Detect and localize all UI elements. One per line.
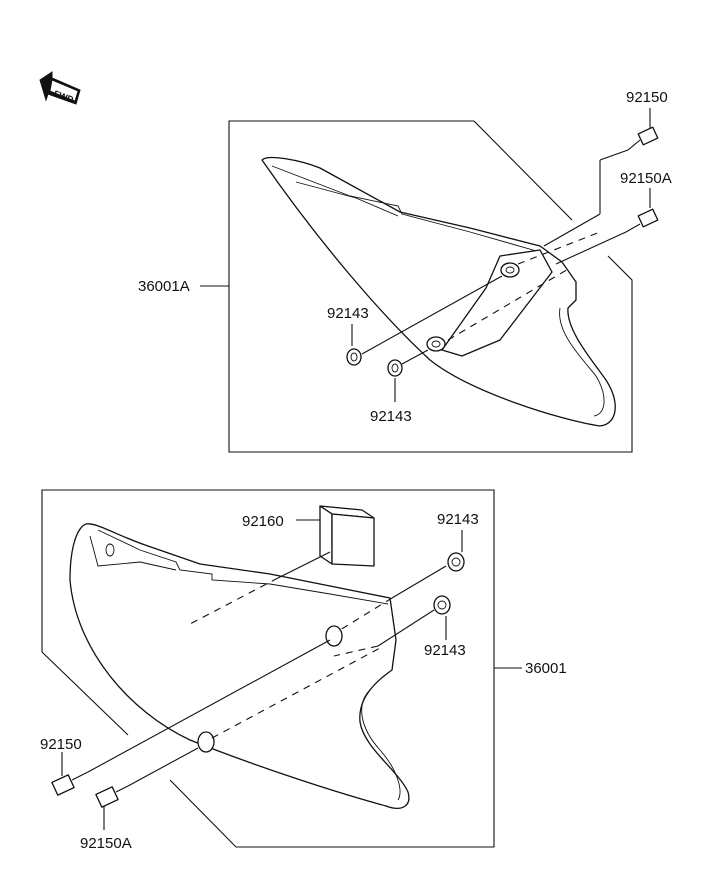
lower-bolt-92150 <box>51 639 331 796</box>
fwd-arrow-icon: FWD <box>39 71 81 105</box>
label-92143-upper-right: 92143 <box>370 408 412 425</box>
lower-side-cover <box>69 523 410 809</box>
label-92160: 92160 <box>242 513 284 530</box>
lower-collar-top <box>339 530 465 631</box>
upper-collar-right <box>387 349 429 402</box>
upper-bolt-92150A <box>555 188 659 265</box>
lower-bolt-92150A <box>95 647 381 830</box>
upper-dashed-lines <box>447 231 601 341</box>
label-92143-lower-top: 92143 <box>437 511 479 528</box>
part-label-36001: 36001 <box>525 660 567 677</box>
label-92143-upper-left: 92143 <box>327 305 369 322</box>
label-92150a-upper: 92150A <box>620 170 672 187</box>
label-92150a-lower: 92150A <box>80 835 132 852</box>
lower-collar-bottom <box>333 595 451 657</box>
upper-assembly-frame <box>200 120 633 453</box>
upper-collar-left <box>346 275 503 366</box>
label-92143-lower-bottom: 92143 <box>424 642 466 659</box>
part-label-36001a: 36001A <box>138 278 190 295</box>
upper-bolt-92150 <box>543 108 659 247</box>
pad-92160 <box>189 505 375 625</box>
upper-side-cover <box>261 156 616 427</box>
lower-assembly-frame <box>41 489 522 848</box>
label-92150-lower: 92150 <box>40 736 82 753</box>
label-92150-upper: 92150 <box>626 89 668 106</box>
